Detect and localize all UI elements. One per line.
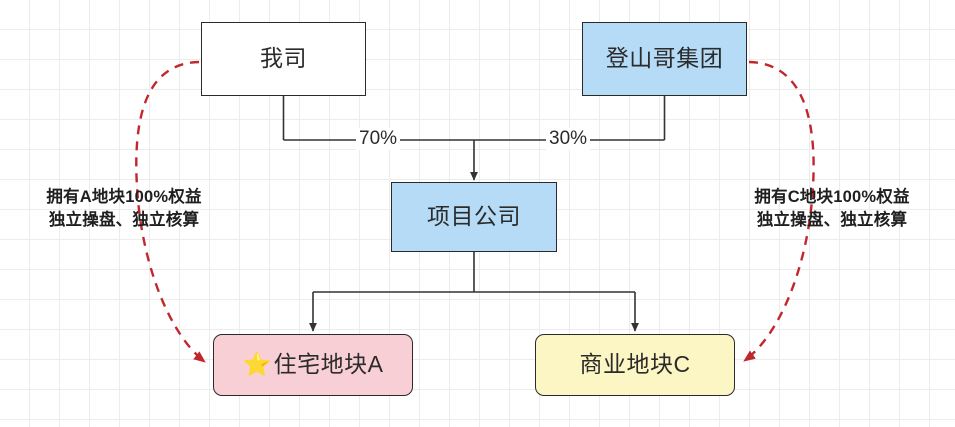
edge-label-our-company-share: 70% xyxy=(356,128,401,150)
annotation-left: 拥有A地块100%权益 独立操盘、独立核算 xyxy=(10,186,238,232)
node-our-company[interactable]: 我司 xyxy=(201,22,366,96)
node-commercial-plot-c[interactable]: 商业地块C xyxy=(535,334,735,396)
node-dengshange-group-label: 登山哥集团 xyxy=(605,45,724,72)
node-project-company[interactable]: 项目公司 xyxy=(391,182,557,252)
star-icon: ⭐ xyxy=(242,351,272,378)
annotation-right-line-2: 独立操盘、独立核算 xyxy=(756,210,908,229)
annotation-right: 拥有C地块100%权益 独立操盘、独立核算 xyxy=(718,186,946,232)
node-commercial-plot-c-label: 商业地块C xyxy=(579,351,691,378)
annotation-left-line-2: 独立操盘、独立核算 xyxy=(48,210,200,229)
node-project-company-label: 项目公司 xyxy=(427,203,521,230)
node-dengshange-group[interactable]: 登山哥集团 xyxy=(582,22,747,96)
annotation-right-line-1: 拥有C地块100%权益 xyxy=(754,188,910,206)
node-residential-plot-a[interactable]: ⭐ 住宅地块A xyxy=(213,334,413,396)
edge-label-group-share: 30% xyxy=(546,128,591,150)
node-our-company-label: 我司 xyxy=(260,45,307,72)
node-residential-plot-a-label: 住宅地块A xyxy=(273,351,384,378)
annotation-left-line-1: 拥有A地块100%权益 xyxy=(46,188,202,206)
